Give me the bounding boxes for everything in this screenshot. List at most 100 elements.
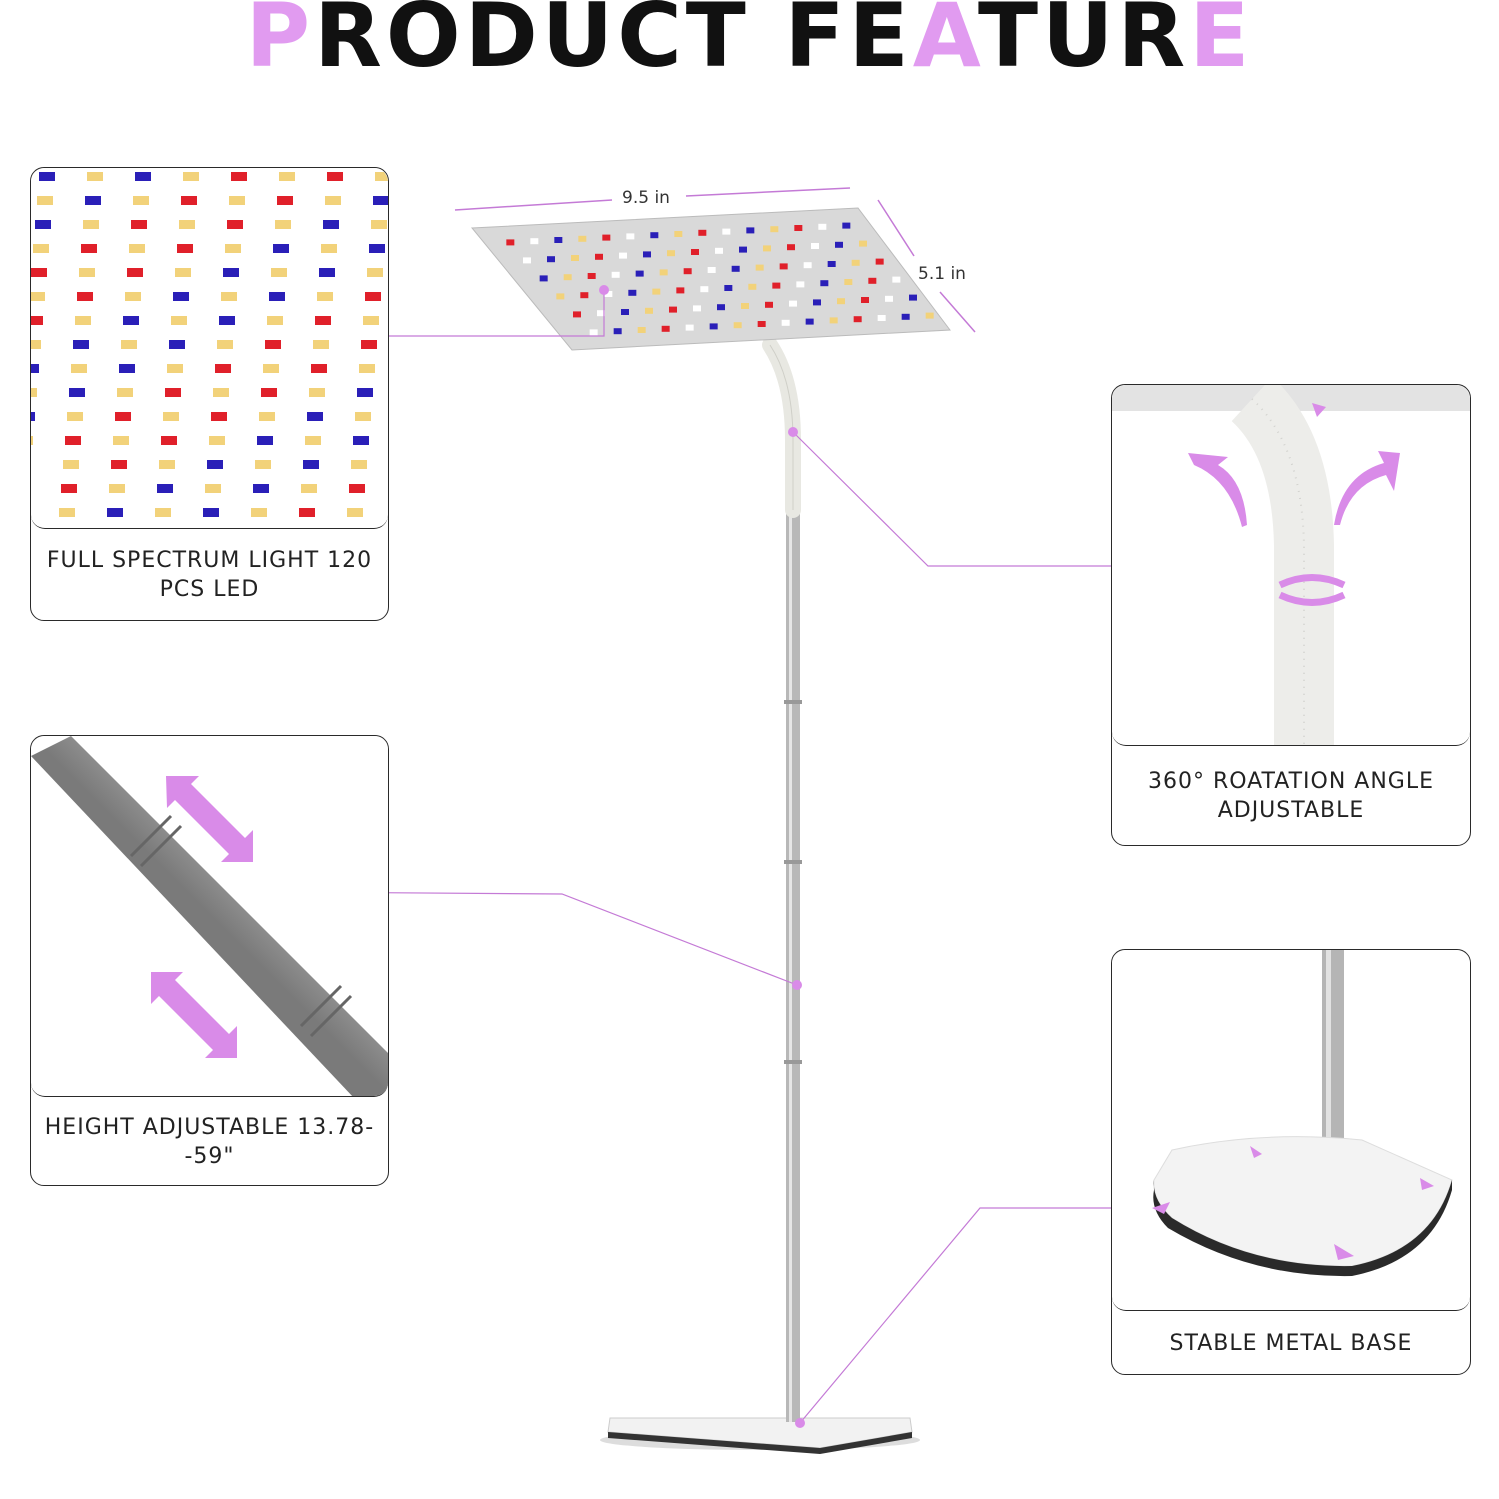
depth-dimension-label: 5.1 in bbox=[918, 264, 966, 284]
feature-card-led-spectrum: FULL SPECTRUM LIGHT 120 PCS LED bbox=[30, 167, 389, 621]
led-chip bbox=[31, 388, 37, 397]
led-chip bbox=[669, 306, 677, 313]
led-chip bbox=[573, 311, 581, 318]
led-chip bbox=[770, 226, 779, 233]
led-chip bbox=[763, 245, 771, 252]
led-chip bbox=[709, 323, 718, 330]
feature-caption: HEIGHT ADJUSTABLE 13.78--59" bbox=[44, 1114, 375, 1169]
led-chip bbox=[611, 271, 620, 278]
led-chip bbox=[787, 244, 795, 251]
callout-rotation bbox=[792, 431, 1175, 567]
led-chip bbox=[892, 276, 901, 283]
feature-card-base: STABLE METAL BASE bbox=[1111, 949, 1471, 1375]
led-chip bbox=[31, 412, 35, 421]
led-chip bbox=[79, 268, 95, 277]
led-chip bbox=[731, 265, 740, 272]
feature-caption: 360° ROATATION ANGLE ADJUSTABLE bbox=[1147, 769, 1435, 823]
led-chip bbox=[125, 292, 141, 301]
led-chip bbox=[67, 412, 83, 421]
led-chip bbox=[223, 268, 239, 277]
led-chip bbox=[111, 460, 127, 469]
led-chip bbox=[311, 364, 327, 373]
led-chip bbox=[31, 340, 41, 349]
led-chip bbox=[613, 328, 622, 335]
led-chip bbox=[359, 364, 375, 373]
led-chip bbox=[163, 412, 179, 421]
led-chip bbox=[650, 232, 659, 239]
led-chip bbox=[107, 508, 123, 517]
led-chip bbox=[643, 251, 651, 258]
led-chip bbox=[71, 364, 87, 373]
led-chip bbox=[73, 340, 89, 349]
led-chip bbox=[61, 484, 77, 493]
led-chip bbox=[299, 508, 315, 517]
led-chip bbox=[820, 280, 829, 287]
led-chip bbox=[587, 273, 596, 279]
led-chip bbox=[169, 340, 185, 349]
gooseneck bbox=[762, 337, 801, 518]
led-chip bbox=[207, 460, 223, 469]
feature-card-rotation: 360° ROATATION ANGLE ADJUSTABLE bbox=[1111, 384, 1471, 846]
led-chip bbox=[119, 364, 135, 373]
led-chip bbox=[173, 292, 189, 301]
gooseneck-closeup-image bbox=[1112, 385, 1470, 745]
led-chip bbox=[369, 244, 385, 253]
led-chip bbox=[35, 220, 51, 229]
led-chip bbox=[205, 484, 221, 493]
led-chip bbox=[765, 301, 773, 308]
callout-led bbox=[378, 290, 605, 337]
led-chip bbox=[39, 172, 55, 181]
led-chip bbox=[554, 237, 563, 243]
led-chip bbox=[349, 484, 365, 493]
led-chip bbox=[31, 364, 39, 373]
led-chip bbox=[215, 364, 231, 373]
corner-arrow-icon bbox=[1152, 1146, 1434, 1260]
led-chip bbox=[523, 257, 531, 264]
led-chip bbox=[353, 436, 369, 445]
led-chip bbox=[179, 220, 195, 229]
led-chip bbox=[85, 196, 101, 205]
led-chip bbox=[37, 196, 53, 205]
led-chip bbox=[748, 283, 757, 290]
led-chip bbox=[277, 196, 293, 205]
led-chip bbox=[109, 484, 125, 493]
led-chip bbox=[722, 228, 731, 235]
led-chip bbox=[211, 412, 227, 421]
led-chip bbox=[129, 244, 145, 253]
led-chip bbox=[117, 388, 133, 397]
led-chip bbox=[31, 436, 33, 445]
led-chip bbox=[813, 299, 821, 306]
led-chip bbox=[265, 340, 281, 349]
led-chip bbox=[853, 316, 862, 323]
led-chip bbox=[805, 318, 814, 325]
callout-base bbox=[799, 1207, 1115, 1424]
led-chip bbox=[363, 316, 379, 325]
led-chip bbox=[323, 220, 339, 229]
led-chip bbox=[859, 240, 867, 247]
led-chip bbox=[131, 220, 147, 229]
led-chip bbox=[69, 388, 85, 397]
led-chip bbox=[674, 231, 683, 237]
led-chip bbox=[885, 295, 893, 302]
led-chip bbox=[925, 312, 934, 319]
led-chip bbox=[539, 275, 548, 282]
led-chip bbox=[219, 316, 235, 325]
led-chip bbox=[781, 319, 790, 326]
led-chip bbox=[273, 244, 289, 253]
led-chip bbox=[530, 238, 539, 245]
led-chip bbox=[307, 412, 323, 421]
lamp-pole bbox=[786, 502, 800, 1422]
led-chip bbox=[267, 316, 283, 325]
led-chip bbox=[229, 196, 245, 205]
led-chip bbox=[659, 269, 668, 276]
led-chip bbox=[115, 412, 131, 421]
led-chip bbox=[717, 304, 725, 311]
led-chip bbox=[602, 234, 611, 241]
led-chip bbox=[303, 460, 319, 469]
led-chip bbox=[63, 460, 79, 469]
led-chip bbox=[861, 297, 869, 303]
led-chip bbox=[604, 291, 613, 297]
led-chip bbox=[739, 246, 747, 253]
led-chip bbox=[319, 268, 335, 277]
led-chip bbox=[275, 220, 291, 229]
